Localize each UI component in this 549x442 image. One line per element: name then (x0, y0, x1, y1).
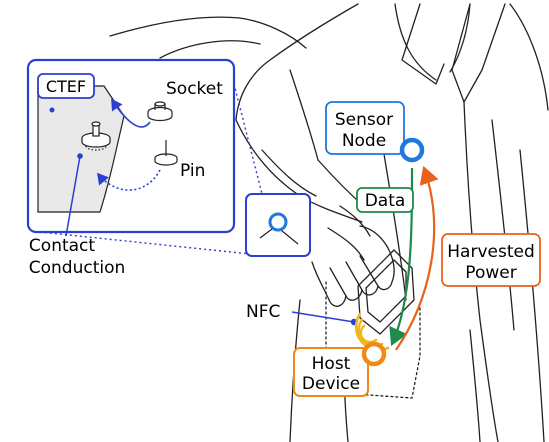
neck-outline (394, 3, 471, 81)
shoulder-left (235, 3, 359, 121)
sleeve-highlight (245, 193, 311, 257)
hand-outline (311, 225, 395, 307)
finger-lines (329, 255, 379, 297)
ctef-label: CTEF (46, 77, 86, 96)
sensor-label-box (325, 101, 405, 155)
host-label-box (293, 347, 369, 397)
sleeve-sensor-icon (268, 212, 288, 232)
coat-crease-low (469, 329, 481, 442)
zoom-line-bottom (39, 231, 251, 255)
nfc-leader (291, 311, 355, 323)
harvested-label-box (441, 233, 541, 287)
phone-body (357, 249, 415, 335)
snap-pin-icon (154, 140, 178, 166)
power-arrow (395, 165, 439, 351)
coat-crease-right (491, 119, 515, 331)
sleeve-fold-1 (289, 69, 319, 161)
nfc-label: NFC (246, 302, 280, 322)
shoulder-right (509, 3, 549, 111)
sleeve-fold-2 (261, 149, 317, 197)
sleeve-outer (159, 40, 301, 197)
host-label-1: Host (312, 354, 351, 374)
host-label-2: Device (302, 374, 360, 394)
contact-leader (65, 155, 81, 237)
sensor-label-1: Sensor (335, 110, 393, 130)
socket-label: Socket (166, 79, 223, 99)
pin-label: Pin (180, 161, 205, 181)
socket-arrow (111, 98, 151, 128)
data-label-box (356, 187, 414, 213)
sensor-label-2: Node (342, 131, 386, 151)
zoom-line-top (233, 83, 263, 195)
harvested-label-2: Power (465, 263, 516, 283)
coat-right-edge (519, 149, 545, 442)
harvested-label-1: Harvested (447, 242, 534, 262)
coat-front-line (463, 101, 499, 442)
contact-label-1: Contact (29, 236, 95, 256)
sleeve-upper (109, 16, 307, 49)
cuff (327, 205, 371, 261)
mounted-snap-icon (81, 121, 111, 151)
pocket-outline (325, 281, 421, 399)
contact-label-2: Conduction (29, 258, 126, 278)
lapel-left (401, 3, 445, 85)
inset-panel: CTEF Socket Pin (26, 58, 236, 234)
data-label: Data (365, 191, 406, 211)
sensor-node-icon (399, 137, 425, 163)
ctef-label-box (37, 73, 95, 99)
host-device-icon (361, 341, 387, 367)
snap-socket-icon (147, 101, 173, 122)
phone-screen (365, 259, 407, 323)
ctef-dot (49, 107, 55, 113)
pin-arrow (96, 169, 161, 191)
